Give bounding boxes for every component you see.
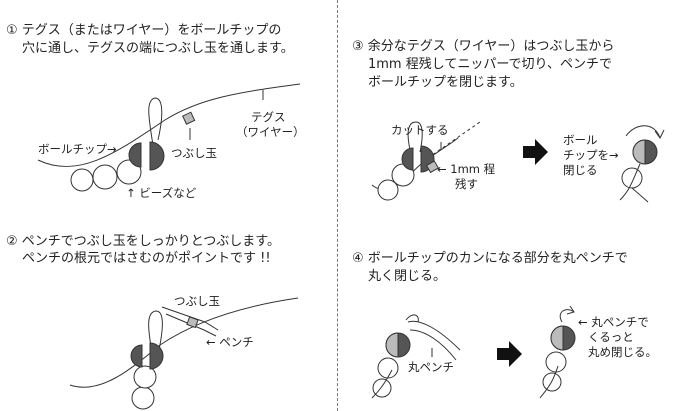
step-3-number: ③: [352, 39, 364, 54]
step-4-line2: 丸く閉じる。: [368, 269, 447, 284]
step-3-1mm-label-1: ← 1mm 程: [437, 162, 496, 176]
step-1-line2: 穴に通し、テグスの端につぶし玉を通します。: [22, 41, 294, 56]
step-4-bead: [545, 351, 567, 373]
step-3-cut-line: [427, 121, 481, 159]
step-1-chip-loop: [148, 97, 163, 146]
step-3-bead: [377, 179, 399, 201]
step-4-pliers-jaw-bottom: [409, 329, 457, 361]
step-1-crimp-label: つぶし玉: [171, 146, 217, 160]
step-4-bead: [377, 357, 399, 379]
step-4-closed-ballchip-half: [550, 325, 564, 351]
step-1-ballchip-label: ボールチップ→: [38, 142, 117, 156]
step-2-ballchip-right: [149, 342, 164, 370]
step-2-pliers-jaw-top: [161, 306, 219, 331]
step-2-chip-loop: [148, 310, 163, 353]
step-3-closed-ballchip-half: [632, 139, 646, 165]
step-3-right-wire-tail: [631, 187, 649, 203]
step-3-line3: ボールチップを閉じます。: [368, 75, 523, 90]
step-2-pliers-jaw-bottom: [165, 313, 217, 337]
step-4-wire: [371, 369, 393, 399]
step-4-curl-arc: [559, 309, 575, 323]
step-4-number: ④: [352, 251, 364, 266]
step-3-ballchip-label-1: ボール: [563, 133, 598, 147]
step-2-crimp-label: つぶし玉: [174, 294, 220, 308]
step-4-line1: ボールチップのカンになる部分を丸ペンチで: [367, 251, 628, 266]
step-1-ballchip-left: [128, 142, 142, 168]
step-3-1mm-label-2: 残す: [455, 177, 478, 191]
step-4-curl-arrowhead: [566, 305, 575, 315]
step-1-number: ①: [6, 23, 18, 38]
step-3-closing-arrowhead: [654, 129, 665, 139]
step-1-wire: [37, 83, 301, 167]
step-4-pliers-jaw-top: [407, 320, 461, 351]
step-3-right-wire: [619, 163, 641, 201]
step-1-beads-label: ↑ ビーズなど: [126, 186, 197, 200]
step-3-ballchip-label-3: 閉じる: [563, 163, 598, 177]
step-3-ballchip-left: [401, 147, 414, 171]
step-3-closing-arc: [625, 125, 661, 139]
step-4-round-pliers-label: 丸ペンチ: [408, 360, 454, 374]
step-2-number: ②: [6, 234, 18, 249]
step-2-line2: ペンチの根元ではさむのがポイントです !!: [22, 251, 271, 266]
step-2-line1: ペンチでつぶし玉をしっかりとつぶします。: [21, 234, 280, 249]
step-4-loop: [405, 314, 419, 323]
step-3-line1: 余分なテグス（ワイヤー）はつぶし玉から: [367, 39, 615, 54]
step-1-illustration: [37, 83, 301, 192]
step-3-ballchip-label-2: チップを→: [563, 148, 619, 162]
step-1-ballchip-right: [149, 141, 165, 171]
step-1-tegusu-label: テグス: [251, 110, 286, 124]
step-1-line1: テグス（またはワイヤー）をボールチップの: [21, 23, 282, 38]
step-3-next-arrow: [523, 139, 548, 165]
step-2-ballchip-left: [130, 344, 143, 368]
step-3-crimp-bead: [425, 160, 440, 174]
center-divider: [337, 0, 338, 411]
step-2-illustration: [69, 297, 299, 410]
step-4-right-label-3: 丸め閉じる。: [588, 345, 657, 359]
step-2-pliers-label: ← ペンチ: [206, 335, 254, 349]
step-3-cut-label: カットする: [391, 123, 449, 137]
step-4-right-label-2: くるっと: [588, 330, 634, 344]
step-3-line2: 1mm 程残してニッパーで切り、ペンチで: [368, 57, 613, 72]
step-4-right-label-1: ← 丸ペンチで: [578, 315, 649, 329]
step-2-crimp-bead: [186, 316, 199, 329]
step-1-crimp-bead: [182, 111, 196, 125]
step-4-right-wire: [539, 365, 559, 399]
step-1-bead: [92, 164, 118, 190]
step-1-wire-label: （ワイヤー）: [236, 125, 305, 139]
step-2-bead: [133, 365, 157, 389]
step-3-chip-loop: [407, 121, 423, 159]
step-4-ballchip-half: [385, 332, 399, 358]
step-4-next-arrow: [497, 341, 522, 367]
step-3-illustration: [371, 121, 665, 203]
